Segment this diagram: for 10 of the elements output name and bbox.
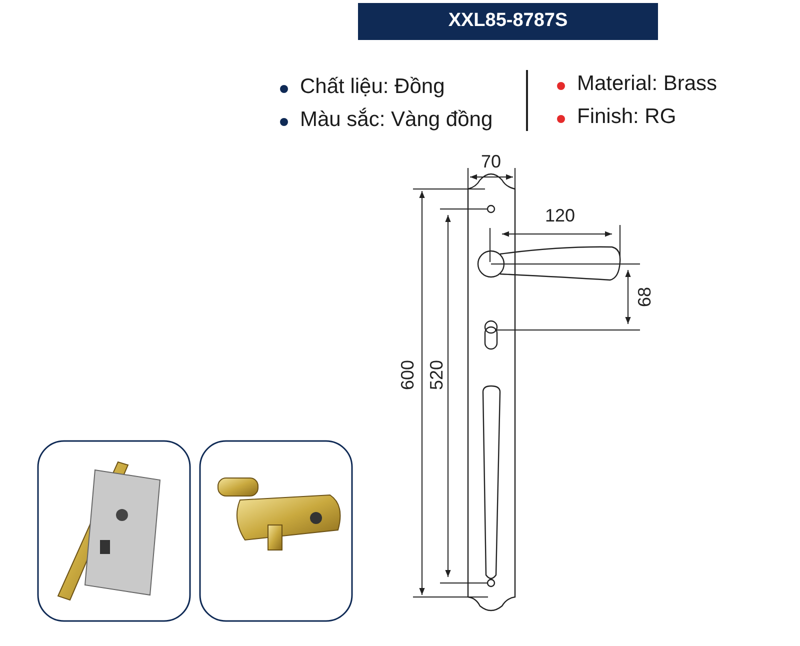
dimension-value: 120 [544,206,576,226]
spec-text: Finish: RG [577,105,676,129]
product-code: XXL85-8787S [448,10,568,32]
dimension-value: 68 [634,286,656,308]
spec-text: Chất liệu: Đồng [300,75,445,99]
dimension-value: 70 [480,152,502,172]
spec-text: Material: Brass [577,72,718,96]
dimension-value: 600 [398,360,418,390]
dimension-value: 520 [426,360,448,390]
spec-text: Màu sắc: Vàng đồng [300,108,493,132]
